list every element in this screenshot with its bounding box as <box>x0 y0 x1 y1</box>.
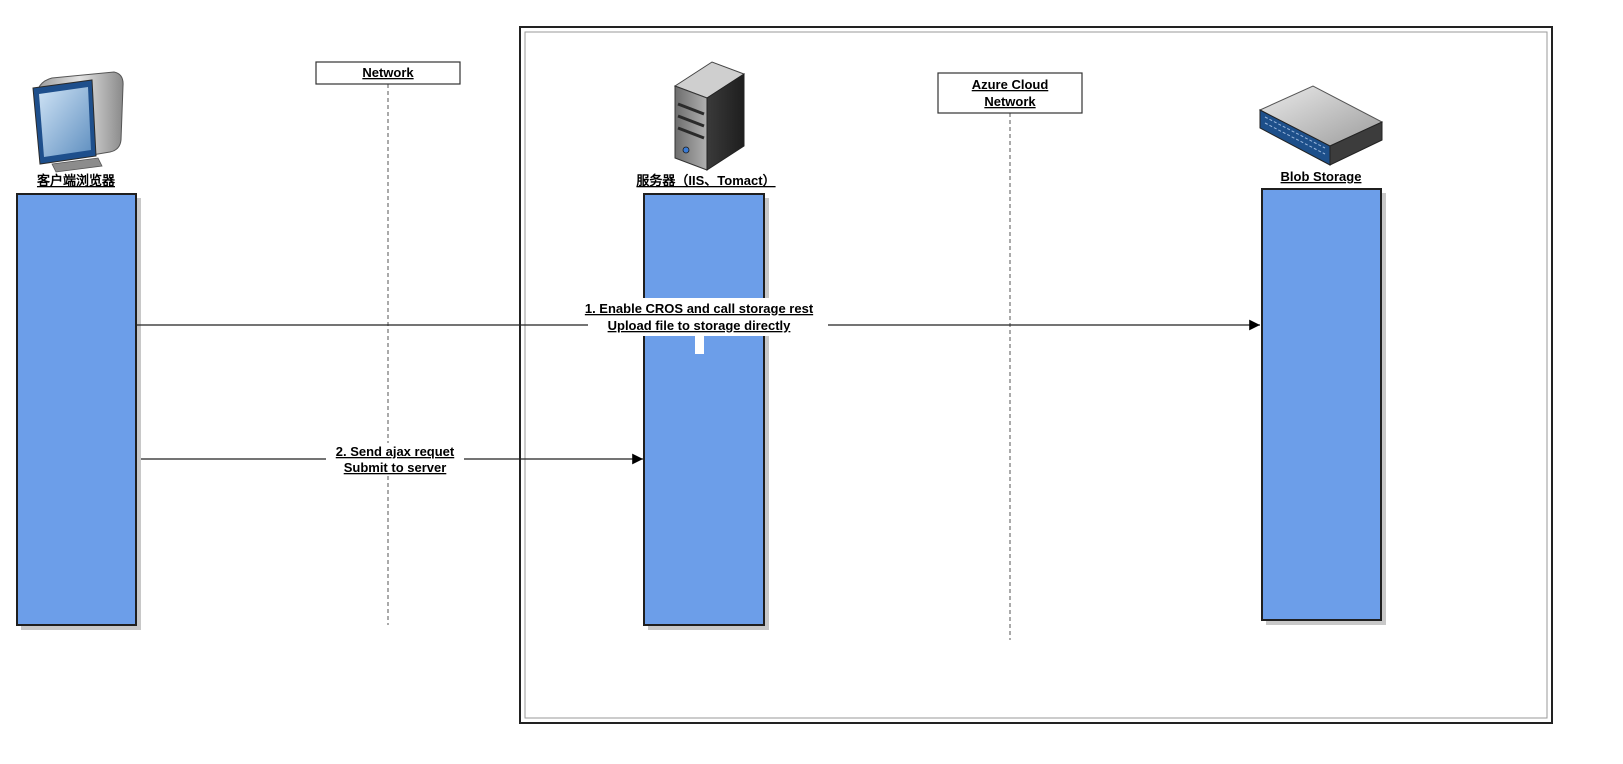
azure-cloud-boundary <box>519 26 1553 724</box>
message-2: 2. Send ajax requet Submit to server <box>141 443 643 475</box>
server-label: 服务器（IIS、Tomact） <box>636 173 775 188</box>
blob-storage-activation-bar <box>1261 188 1382 621</box>
message-2-label-line2: Submit to server <box>344 460 447 475</box>
message-1-label-line1: 1. Enable CROS and call storage rest <box>585 301 814 316</box>
lifeline-browser: 客户端浏览器 <box>16 71 141 630</box>
storage-array-icon <box>1258 85 1384 166</box>
lifeline-server: 服务器（IIS、Tomact） <box>636 61 776 630</box>
azure-network-label-line2: Network <box>984 94 1036 109</box>
server-activation-bar <box>643 193 765 626</box>
browser-activation-bar <box>16 193 137 626</box>
network-boundary: Network <box>315 61 461 85</box>
azure-network-boundary: Azure Cloud Network <box>937 72 1083 114</box>
network-label: Network <box>362 65 414 80</box>
message-1: 1. Enable CROS and call storage rest Upl… <box>136 298 1260 354</box>
lifeline-blob-storage: Blob Storage <box>1258 85 1386 625</box>
message-2-label-line1: 2. Send ajax requet <box>336 444 455 459</box>
computer-monitor-icon <box>32 71 124 173</box>
azure-network-label-line1: Azure Cloud <box>972 77 1049 92</box>
server-tower-icon <box>673 61 746 171</box>
message-1-label-line2: Upload file to storage directly <box>608 318 792 333</box>
browser-label: 客户端浏览器 <box>37 173 116 188</box>
blob-storage-label: Blob Storage <box>1281 169 1362 184</box>
